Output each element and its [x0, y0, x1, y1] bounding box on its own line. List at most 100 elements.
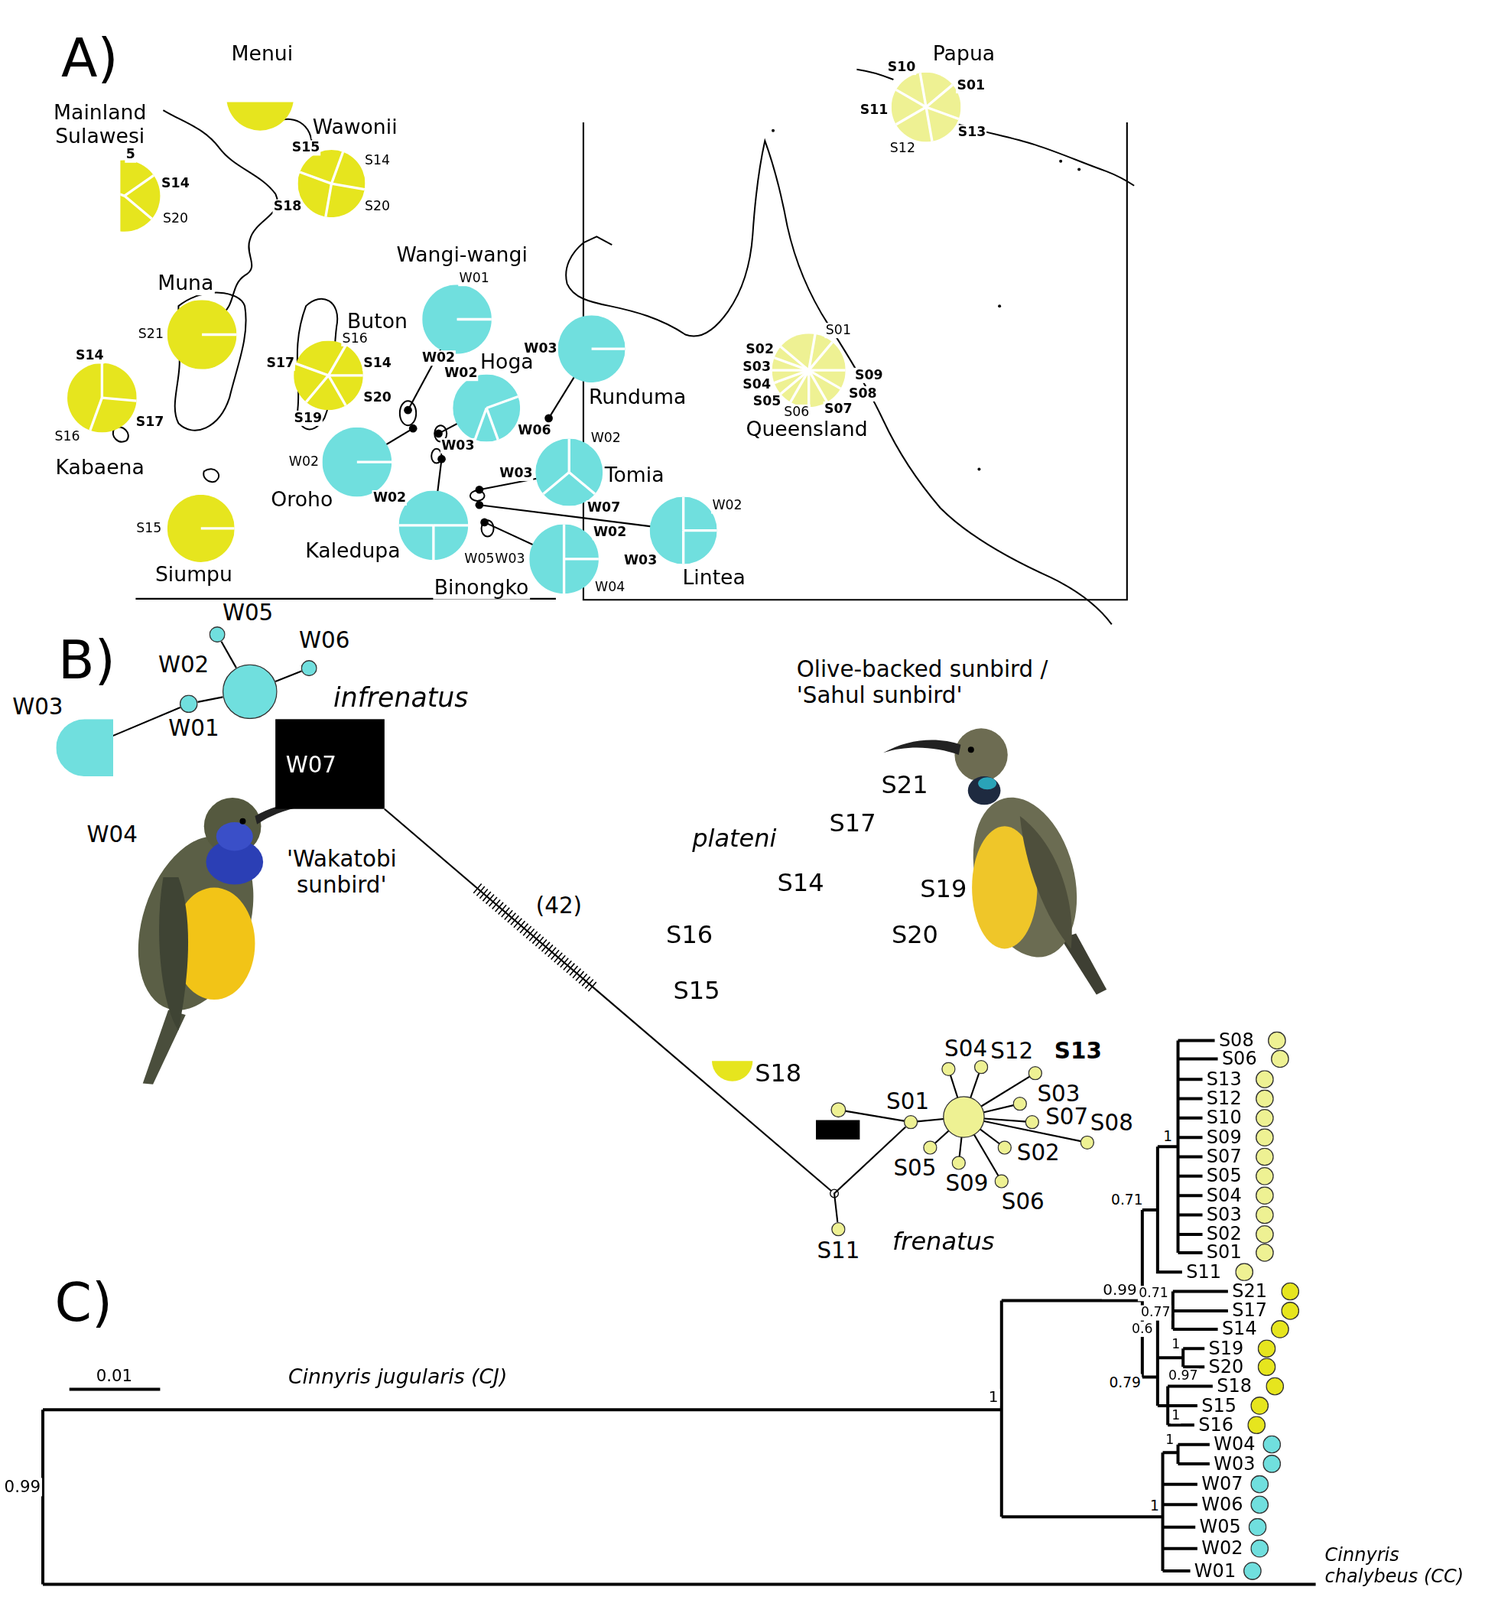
- bird-crown: [216, 822, 254, 851]
- island-dot: [480, 518, 489, 527]
- island-name: Oroho: [269, 487, 335, 512]
- pie-divider: [774, 357, 810, 371]
- pie-divider: [433, 523, 468, 527]
- haplotype-label: W02: [443, 365, 479, 381]
- haplotype-pie: WawoniiS15S14S18S20: [297, 149, 365, 218]
- node-shape: [1265, 1377, 1284, 1396]
- haplotype-label: W02: [592, 524, 628, 540]
- haplotype-label: S05: [751, 394, 782, 410]
- pie-divider: [295, 363, 329, 376]
- node-shape: [1257, 1357, 1277, 1376]
- haplotype-circle: S12: [974, 1059, 989, 1075]
- haplotype-shape: [1271, 1049, 1289, 1067]
- island-name: Muna: [156, 271, 215, 296]
- pie-divider: [399, 523, 434, 527]
- tree-tip: S18: [1265, 1377, 1284, 1396]
- node-shape: [1024, 1114, 1040, 1130]
- island-name: Runduma: [588, 385, 688, 410]
- support-value: 1: [1170, 1336, 1182, 1352]
- haplotype-label: W02: [288, 454, 321, 470]
- inset-frame: [583, 122, 1128, 600]
- pie-divider: [201, 333, 237, 336]
- node-shape: [529, 524, 599, 595]
- node-shape: [1250, 1396, 1269, 1415]
- frames: [135, 122, 1127, 600]
- haplotype-circle: W03: [55, 718, 114, 777]
- islet: [1059, 159, 1063, 163]
- long-branch: [384, 809, 835, 1194]
- haplotype-shape: [923, 1140, 937, 1154]
- haplotype-label: S13: [956, 124, 987, 140]
- pie-divider: [926, 84, 953, 108]
- support-value: 0.6: [1130, 1321, 1154, 1337]
- pie-divider: [331, 183, 364, 190]
- haplotype-label: S06: [1221, 1048, 1258, 1070]
- support-value: 0.71: [1110, 1191, 1144, 1208]
- haplotype-shape: [293, 340, 364, 410]
- node-shape: [831, 1221, 846, 1237]
- haplotype-label: S02: [744, 342, 775, 358]
- haplotype-pie: Wangi-wangiW01W02: [422, 284, 492, 355]
- tree-tip: S11: [1234, 1262, 1254, 1281]
- node-shape: [1250, 1475, 1269, 1494]
- black-bar: [815, 1120, 860, 1140]
- haplotype-shape: [209, 627, 225, 643]
- haplotype-label: W03: [1212, 1452, 1257, 1475]
- haplotype-circle: S07: [1024, 1114, 1040, 1130]
- haplotype-shape: [1251, 1475, 1268, 1492]
- scale-label: 0.01: [94, 1366, 134, 1386]
- haplotype-shape: [1256, 1070, 1274, 1088]
- tree-tip: W07: [1250, 1475, 1269, 1494]
- haplotype-label: W02: [157, 652, 211, 679]
- haplotype-label: S04: [1205, 1184, 1243, 1206]
- haplotype-shape: [1256, 1205, 1274, 1223]
- pie-divider: [568, 438, 571, 473]
- tree-tip: W06: [1250, 1494, 1269, 1514]
- haplotype-label: S20: [890, 921, 940, 950]
- support-value: 0.97: [1167, 1368, 1200, 1384]
- island-name: Queensland: [744, 417, 869, 442]
- haplotype-label: S15: [1200, 1394, 1238, 1417]
- haplotype-label: S11: [815, 1237, 862, 1264]
- tree-tip: W05: [1248, 1517, 1268, 1537]
- island-name: Menui: [230, 42, 294, 66]
- scale-bar: [69, 1387, 161, 1391]
- node-shape: [222, 663, 278, 719]
- haplotype-label: S04: [943, 1035, 989, 1062]
- island-name: Binongko: [432, 575, 530, 600]
- tree-tip: W04: [1262, 1435, 1281, 1454]
- haplotype-label: S06: [1000, 1188, 1046, 1215]
- panel-letter: B): [57, 630, 117, 692]
- haplotype-shape: [831, 1222, 845, 1236]
- hub-circle: [943, 1096, 985, 1138]
- island-name: Papua: [931, 42, 996, 66]
- node-shape: [67, 363, 137, 433]
- haplotype-shape: [649, 497, 718, 565]
- haplotype-label: W06: [1200, 1494, 1245, 1516]
- haplotype-shape: [297, 149, 365, 218]
- node-shape: [951, 1155, 966, 1170]
- outgroup-name: Cinnyris chalybeus (CC): [1323, 1544, 1484, 1587]
- haplotype-label: S06: [783, 404, 811, 420]
- haplotype-pie: SiumpuS15: [167, 494, 235, 563]
- node-shape: [1270, 1049, 1290, 1068]
- node-shape: [120, 158, 163, 234]
- pie-divider: [486, 396, 518, 408]
- haplotype-label: S10: [1205, 1107, 1243, 1129]
- haplotype-label: S16: [53, 428, 82, 445]
- haplotype-shape: [994, 1174, 1008, 1188]
- island-name: Lintea: [681, 565, 747, 590]
- haplotype-pie: Menui: [226, 101, 295, 132]
- haplotype-label: S07: [1044, 1104, 1090, 1131]
- pie-divider: [809, 370, 828, 403]
- node-shape: [1079, 1135, 1095, 1151]
- haplotype-label: W04: [594, 579, 627, 595]
- tree-tip: S02: [1255, 1225, 1274, 1244]
- node-shape: [1255, 1225, 1274, 1244]
- haplotype-label: W06: [516, 422, 553, 439]
- pie-divider: [774, 370, 810, 383]
- haplotype-label: S13: [1052, 1037, 1103, 1064]
- tree-branches: [42, 1039, 1317, 1584]
